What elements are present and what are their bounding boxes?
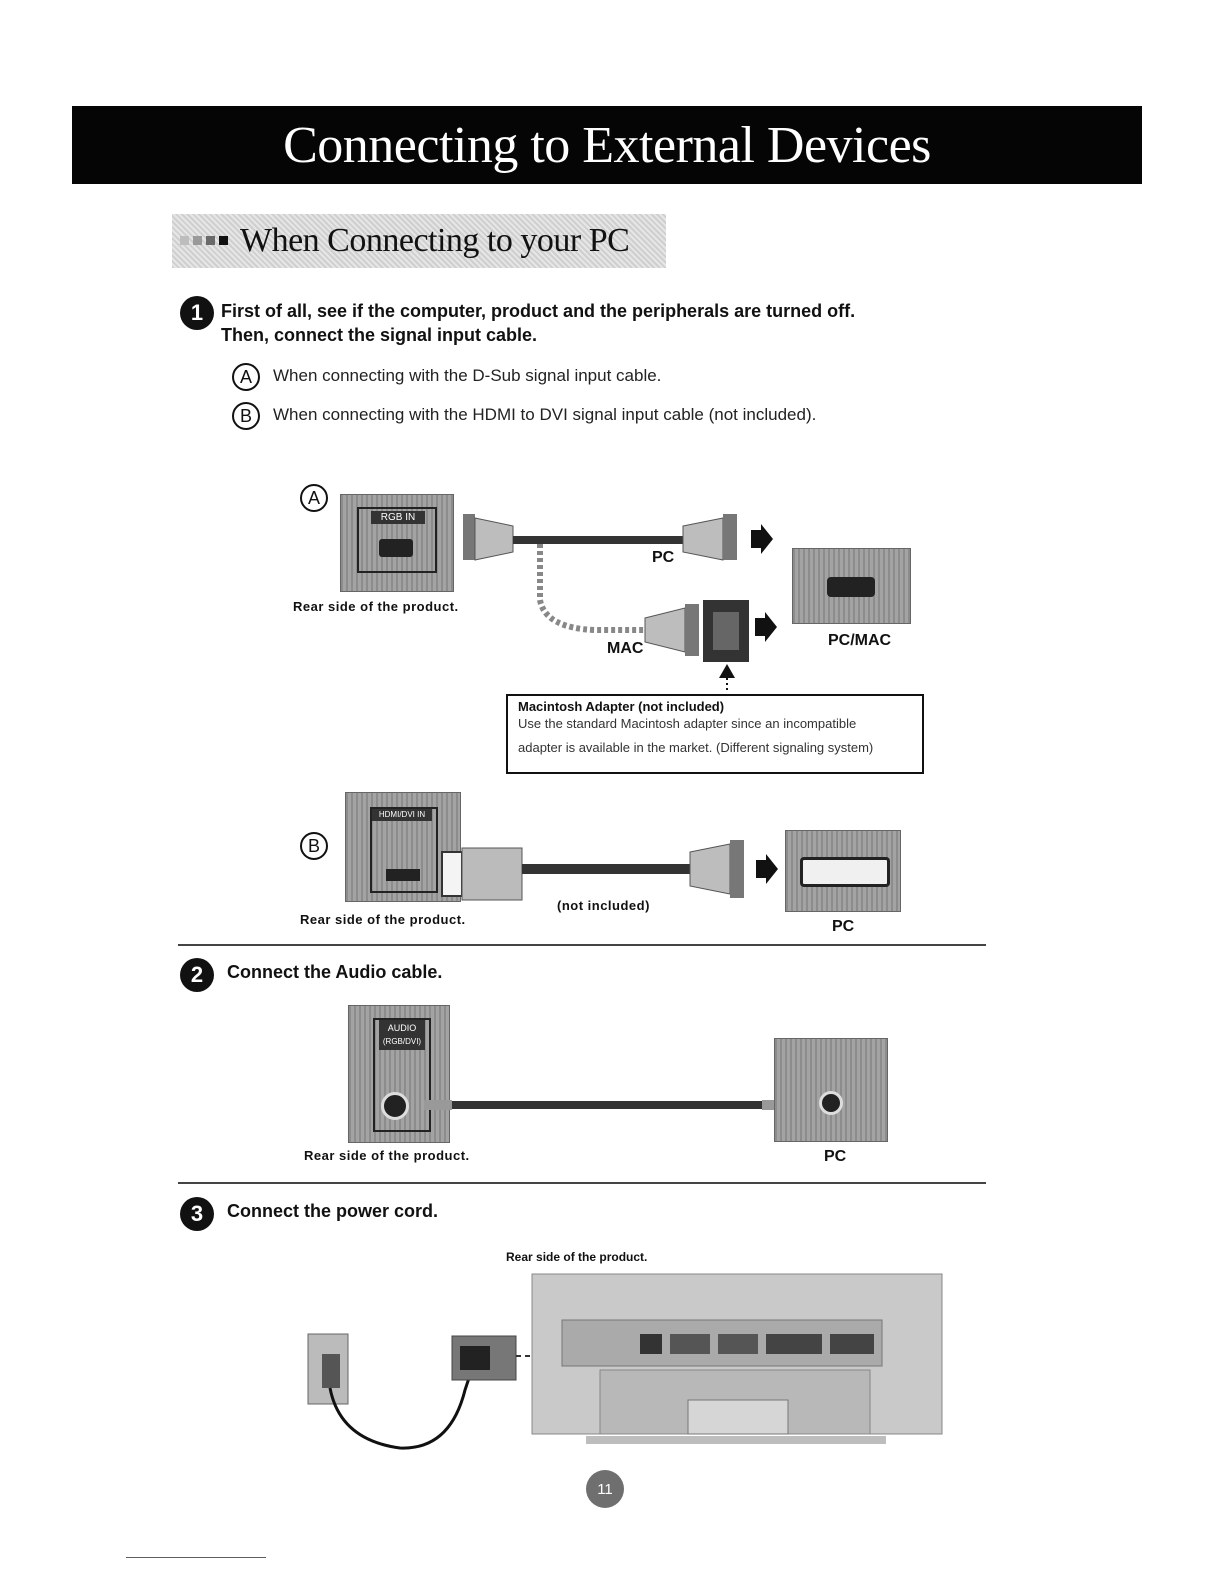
pc-audio-panel bbox=[774, 1038, 888, 1142]
step-1-badge: 1 bbox=[180, 296, 214, 330]
adapter-note-title: Macintosh Adapter (not included) bbox=[518, 699, 725, 714]
vga-port-icon-pc bbox=[827, 577, 875, 597]
adapter-note-line-2: adapter is available in the market. (Dif… bbox=[518, 740, 874, 755]
section-header: When Connecting to your PC bbox=[172, 214, 666, 268]
diagram-b-marker: B bbox=[300, 832, 328, 860]
pc-mac-port-panel bbox=[792, 548, 911, 624]
step-2-caption: Rear side of the product. bbox=[304, 1148, 470, 1163]
step-2-badge: 2 bbox=[180, 958, 214, 992]
step-3-text: Connect the power cord. bbox=[227, 1201, 439, 1221]
page-banner: Connecting to External Devices bbox=[72, 106, 1142, 184]
vga-port-icon bbox=[379, 539, 413, 557]
pc-label-audio: PC bbox=[824, 1148, 847, 1165]
step-1-line-2: Then, connect the signal input cable. bbox=[221, 325, 538, 345]
pc-label-b: PC bbox=[832, 918, 855, 935]
power-cord-diagram bbox=[307, 1273, 943, 1450]
option-b-marker: B bbox=[232, 402, 260, 430]
step-1-line-1: First of all, see if the computer, produ… bbox=[221, 301, 856, 321]
option-a-text: When connecting with the D-Sub signal in… bbox=[273, 366, 662, 385]
section-title: When Connecting to your PC bbox=[240, 222, 630, 259]
hdmi-dvi-cable-diagram bbox=[441, 840, 778, 901]
pc-label-a: PC bbox=[652, 549, 675, 566]
option-b-text: When connecting with the HDMI to DVI sig… bbox=[273, 405, 817, 424]
step-2-text: Connect the Audio cable. bbox=[227, 962, 443, 982]
page-title: Connecting to External Devices bbox=[283, 116, 931, 174]
footer-line bbox=[126, 1557, 266, 1558]
divider-1 bbox=[178, 944, 986, 946]
rgb-in-label: RGB IN bbox=[371, 511, 425, 524]
pc-dvi-port-panel bbox=[785, 830, 901, 912]
dvi-port-icon bbox=[800, 857, 890, 887]
dsub-cable-diagram bbox=[463, 514, 777, 690]
pc-mac-label: PC/MAC bbox=[828, 632, 892, 649]
audio-port-label: AUDIO (RGB/DVI) bbox=[379, 1020, 425, 1050]
bullet-squares-icon bbox=[180, 232, 232, 250]
audio-jack-icon bbox=[381, 1092, 409, 1120]
diagram-a-marker: A bbox=[300, 484, 328, 512]
audio-in-panel: AUDIO (RGB/DVI) bbox=[348, 1005, 450, 1143]
hdmi-dvi-in-label: HDMI/DVI IN bbox=[372, 809, 432, 821]
step-3-caption: Rear side of the product. bbox=[506, 1250, 648, 1264]
pc-audio-jack-icon bbox=[819, 1091, 843, 1115]
macintosh-adapter-note: Macintosh Adapter (not included) Use the… bbox=[506, 694, 924, 774]
audio-label-line-2: (RGB/DVI) bbox=[382, 1037, 422, 1046]
page-number-badge: 11 bbox=[586, 1470, 624, 1508]
option-a-marker: A bbox=[232, 363, 260, 391]
rgb-in-panel: RGB IN bbox=[340, 494, 454, 592]
diagram-b-caption: Rear side of the product. bbox=[300, 912, 466, 927]
divider-2 bbox=[178, 1182, 986, 1184]
audio-label-line-1: AUDIO bbox=[387, 1023, 417, 1033]
hdmi-port-icon bbox=[386, 869, 420, 881]
step-3-badge: 3 bbox=[180, 1197, 214, 1231]
adapter-note-line-1: Use the standard Macintosh adapter since… bbox=[518, 716, 857, 731]
cable-not-included-note: (not included) bbox=[557, 898, 650, 913]
mac-label: MAC bbox=[607, 640, 644, 657]
arrow-right-icon-2 bbox=[755, 612, 777, 642]
diagram-a-caption: Rear side of the product. bbox=[293, 599, 459, 614]
arrow-right-icon bbox=[751, 524, 773, 554]
audio-cable-diagram bbox=[424, 1100, 792, 1110]
arrow-right-icon-3 bbox=[756, 854, 778, 884]
